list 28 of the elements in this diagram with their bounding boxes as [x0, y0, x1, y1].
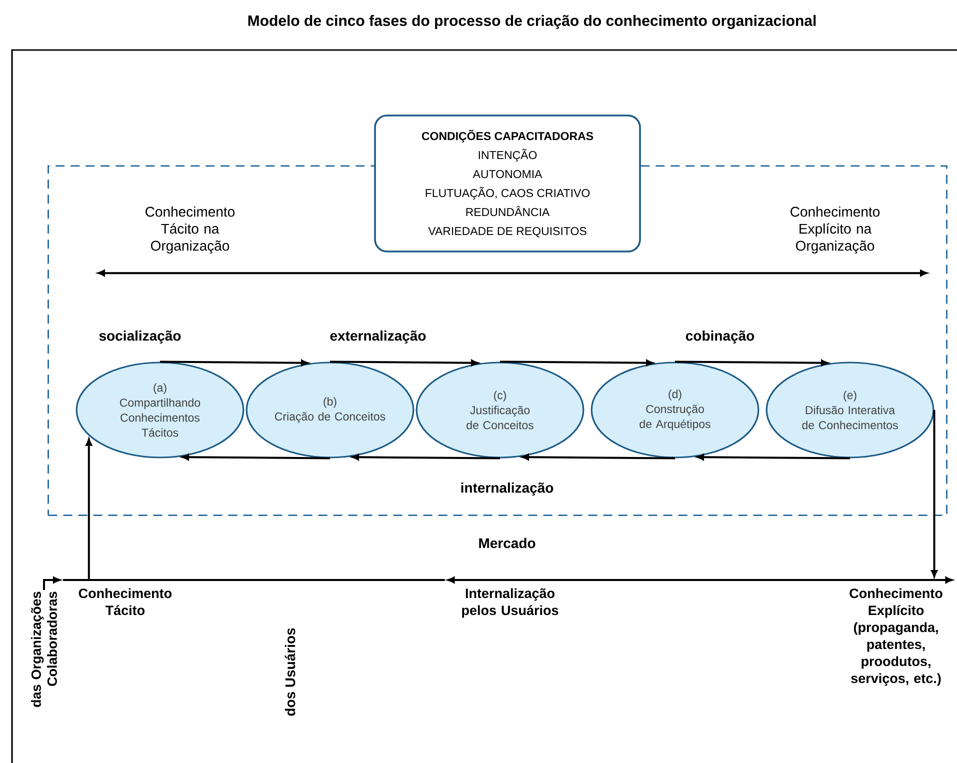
- arrow: [931, 410, 938, 578]
- arrow: [182, 454, 330, 460]
- arrow: [352, 454, 500, 460]
- arrow: [522, 454, 676, 460]
- arrow: [330, 360, 478, 366]
- phase-label: cobinação: [686, 330, 754, 344]
- phase-label: socialização: [99, 330, 181, 344]
- arrow: [98, 270, 928, 276]
- arrow: [448, 576, 952, 584]
- axis-label: dos Usuários: [284, 628, 296, 716]
- phase-label: externalização: [330, 330, 426, 344]
- axis-label: Conhecimento Tácito: [78, 588, 172, 616]
- dashed-boundary: [48, 165, 948, 516]
- arrow: [160, 360, 308, 366]
- knowledge-label: Conhecimento Explícito na Organização: [790, 206, 880, 254]
- arrow: [675, 360, 828, 366]
- arrow: [43, 576, 60, 590]
- axis-label: Internalização pelos Usuários: [462, 588, 558, 618]
- title: Modelo de cinco fases do processo de criação do conhecimento organizacional: [248, 14, 816, 30]
- conditions-box: CONDIÇÕES CAPACITADORAS INTENÇÃO AUTONOMIA FLUTUAÇÃO, CAOS CRIATIVO REDUNDÂNCIA VARIEDADE DE REQUISITOS: [374, 114, 641, 252]
- axis-label: das Organizações Colaboradoras: [31, 592, 57, 707]
- arrow: [696, 454, 850, 460]
- arrow: [86, 438, 92, 580]
- axis-title: Mercado: [479, 538, 536, 548]
- knowledge-label: Conhecimento Tácito na Organização: [146, 206, 235, 254]
- phase-label: internalização: [461, 482, 554, 496]
- arrow: [500, 360, 654, 366]
- axis-label: Conhecimento Explícito (propaganda, patentes, proodutos, serviços, etc.): [850, 588, 942, 686]
